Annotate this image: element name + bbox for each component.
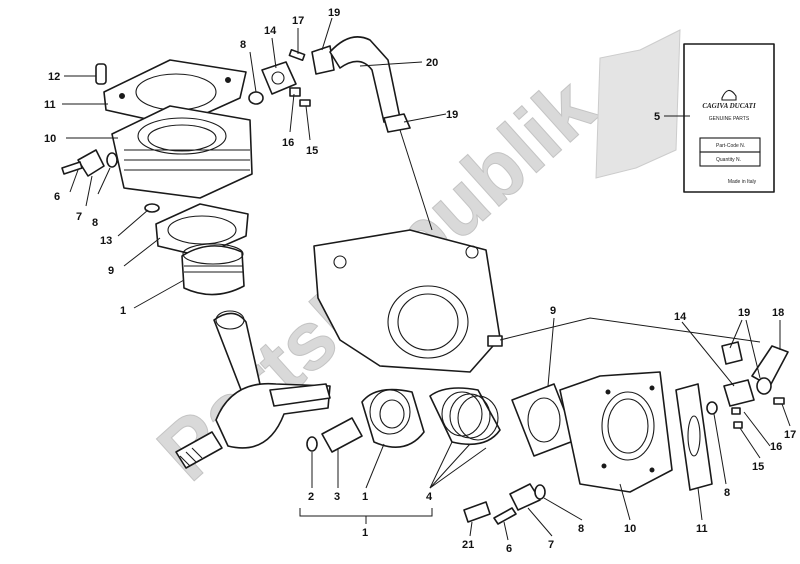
crankcase-outline	[313, 229, 503, 373]
lower-flange-parts	[463, 483, 546, 525]
washer-16-lower	[731, 407, 741, 415]
water-hose-20	[329, 36, 401, 123]
piston-1-upper	[181, 245, 245, 296]
callout-1-upper: 1	[120, 305, 126, 317]
callout-1-lower: 1	[362, 527, 368, 539]
crank-pin	[269, 383, 331, 407]
water-flange-14	[261, 61, 297, 95]
genuine-parts-card: CAGIVA DUCATI GENUINE PARTS Part-Code N.…	[683, 43, 775, 193]
upper-cylinder-assembly	[61, 59, 264, 296]
water-fitting-group	[261, 36, 433, 231]
cylinder-10	[111, 105, 253, 199]
o-ring-8	[248, 91, 264, 105]
callout-4: 4	[426, 491, 433, 503]
callout-8-upper: 8	[240, 39, 246, 51]
hose-clamp-19-lower	[756, 377, 772, 395]
callout-6-lower: 6	[506, 543, 512, 555]
callout-11-upper: 11	[44, 99, 56, 111]
flange-7-upper	[77, 149, 105, 177]
callout-9-upper: 9	[108, 265, 114, 277]
flange-7-lower	[509, 483, 541, 511]
elbow-union-19	[311, 45, 335, 75]
callout-7-upper: 7	[76, 211, 82, 223]
callout-17-lower: 17	[784, 429, 796, 441]
callout-14-lower: 14	[674, 311, 687, 323]
head-gasket-11-lower	[675, 383, 713, 491]
o-ring-8-lower-right	[706, 401, 718, 415]
callout-21: 21	[462, 539, 474, 551]
callout-7-lower: 7	[548, 539, 554, 551]
callout-16-upper: 16	[282, 137, 294, 149]
callout-labels: 12 11 10 6 7 8 13 9 1 8 14 17 19 20 19 1…	[44, 7, 796, 555]
callout-17-upper: 17	[292, 15, 304, 27]
screw-15	[299, 99, 311, 107]
callout-19-clamp: 19	[446, 109, 458, 121]
callout-20: 20	[426, 57, 438, 69]
callout-8-lower: 8	[578, 523, 584, 535]
screw-17-lower	[773, 397, 785, 405]
ducati-logo-icon	[721, 89, 737, 101]
callout-12: 12	[48, 71, 60, 83]
callout-9-lower: 9	[550, 305, 556, 317]
callout-11-lower: 11	[696, 523, 708, 535]
lower-water-fittings	[721, 341, 789, 429]
o-ring-13	[144, 203, 160, 213]
piston-pin-3	[321, 417, 363, 453]
callout-15-upper: 15	[306, 145, 318, 157]
bolt-21	[463, 501, 491, 523]
screw-17	[288, 48, 306, 62]
crank-output-shaft	[175, 431, 223, 469]
card-field-qty: Quantity N.	[716, 157, 741, 163]
callout-14-upper: 14	[264, 25, 277, 37]
crankshaft-assembly	[175, 310, 331, 469]
callout-19-upper: 19	[328, 7, 340, 19]
washer-16	[289, 87, 301, 97]
lower-piston-set	[306, 387, 501, 453]
callout-13: 13	[100, 235, 112, 247]
callout-2: 2	[308, 491, 314, 503]
o-ring-8-upper	[106, 152, 118, 168]
screw-6-upper	[61, 161, 83, 175]
callout-1-lower-ref: 1	[362, 491, 368, 503]
screw-15-lower	[733, 421, 743, 429]
hose-clamp-19	[383, 113, 411, 133]
card-field-code: Part-Code N.	[716, 143, 745, 149]
callout-10-upper: 10	[44, 133, 56, 145]
leader-lines	[62, 17, 791, 541]
callout-18: 18	[772, 307, 784, 319]
callout-19-lower: 19	[738, 307, 750, 319]
callout-6-upper: 6	[54, 191, 60, 203]
base-gasket-9	[155, 203, 249, 257]
callout-3: 3	[334, 491, 340, 503]
lower-cylinder-group	[511, 371, 718, 493]
card-brand: CAGIVA DUCATI	[702, 102, 756, 110]
o-ring-8-lower	[534, 484, 546, 500]
water-flange-14-lower	[723, 379, 755, 407]
dowel-pin-12	[95, 63, 107, 85]
callout-8-upper-left: 8	[92, 217, 98, 229]
callout-8-lower-right: 8	[724, 487, 730, 499]
head-gasket-11	[103, 59, 247, 127]
flag-watermark-icon	[595, 29, 681, 179]
card-footer: Made in Italy	[728, 179, 757, 185]
callout-15-lower: 15	[752, 461, 764, 473]
callout-5: 5	[654, 111, 660, 123]
screw-6-lower	[493, 507, 517, 525]
cylinder-10-lower	[559, 371, 673, 493]
elbow-union-19-lower	[721, 341, 743, 365]
circlip-2	[306, 436, 318, 452]
card-subtitle: GENUINE PARTS	[709, 116, 750, 122]
piston-rings-4	[429, 387, 501, 446]
callout-10-lower: 10	[624, 523, 636, 535]
callout-16-lower: 16	[770, 441, 782, 453]
